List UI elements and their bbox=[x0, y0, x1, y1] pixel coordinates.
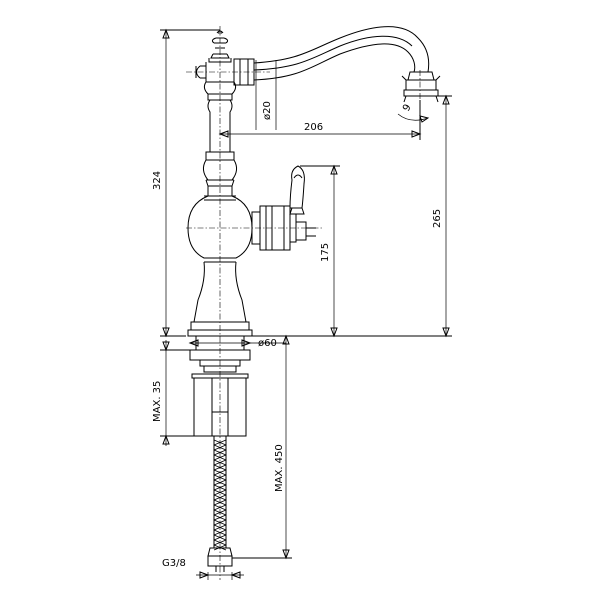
dimension-labels: ø20 206 9 324 265 175 ø60 MAX. 35 MAX. 4… bbox=[152, 101, 443, 569]
dim-spout-height-265: 265 bbox=[432, 209, 443, 228]
dim-thread-g3-8: G3/8 bbox=[162, 558, 186, 569]
shank-and-supply-hose bbox=[189, 336, 251, 572]
dim-lever-height-175: 175 bbox=[320, 243, 331, 262]
hose-braid-strand bbox=[213, 539, 227, 546]
hose-braid-strand bbox=[213, 524, 227, 531]
hose-braid-strand bbox=[213, 489, 227, 496]
faucet-body bbox=[187, 30, 255, 337]
hose-braid-strand bbox=[213, 459, 227, 466]
dim-spout-reach-206: 206 bbox=[304, 122, 323, 133]
dim-angle-9: 9 bbox=[401, 102, 414, 113]
side-lever-handle bbox=[251, 165, 316, 251]
dimension-lines bbox=[160, 28, 452, 580]
hose-braid-strand bbox=[213, 504, 227, 511]
dim-overall-height-324: 324 bbox=[152, 171, 163, 190]
dim-diameter-20: ø20 bbox=[262, 101, 273, 120]
hose-braid-strand bbox=[213, 444, 227, 451]
spout bbox=[253, 26, 441, 103]
dim-max-450: MAX. 450 bbox=[274, 444, 285, 492]
dim-max-35: MAX. 35 bbox=[152, 381, 163, 422]
dim-base-diameter-60: ø60 bbox=[258, 338, 277, 349]
